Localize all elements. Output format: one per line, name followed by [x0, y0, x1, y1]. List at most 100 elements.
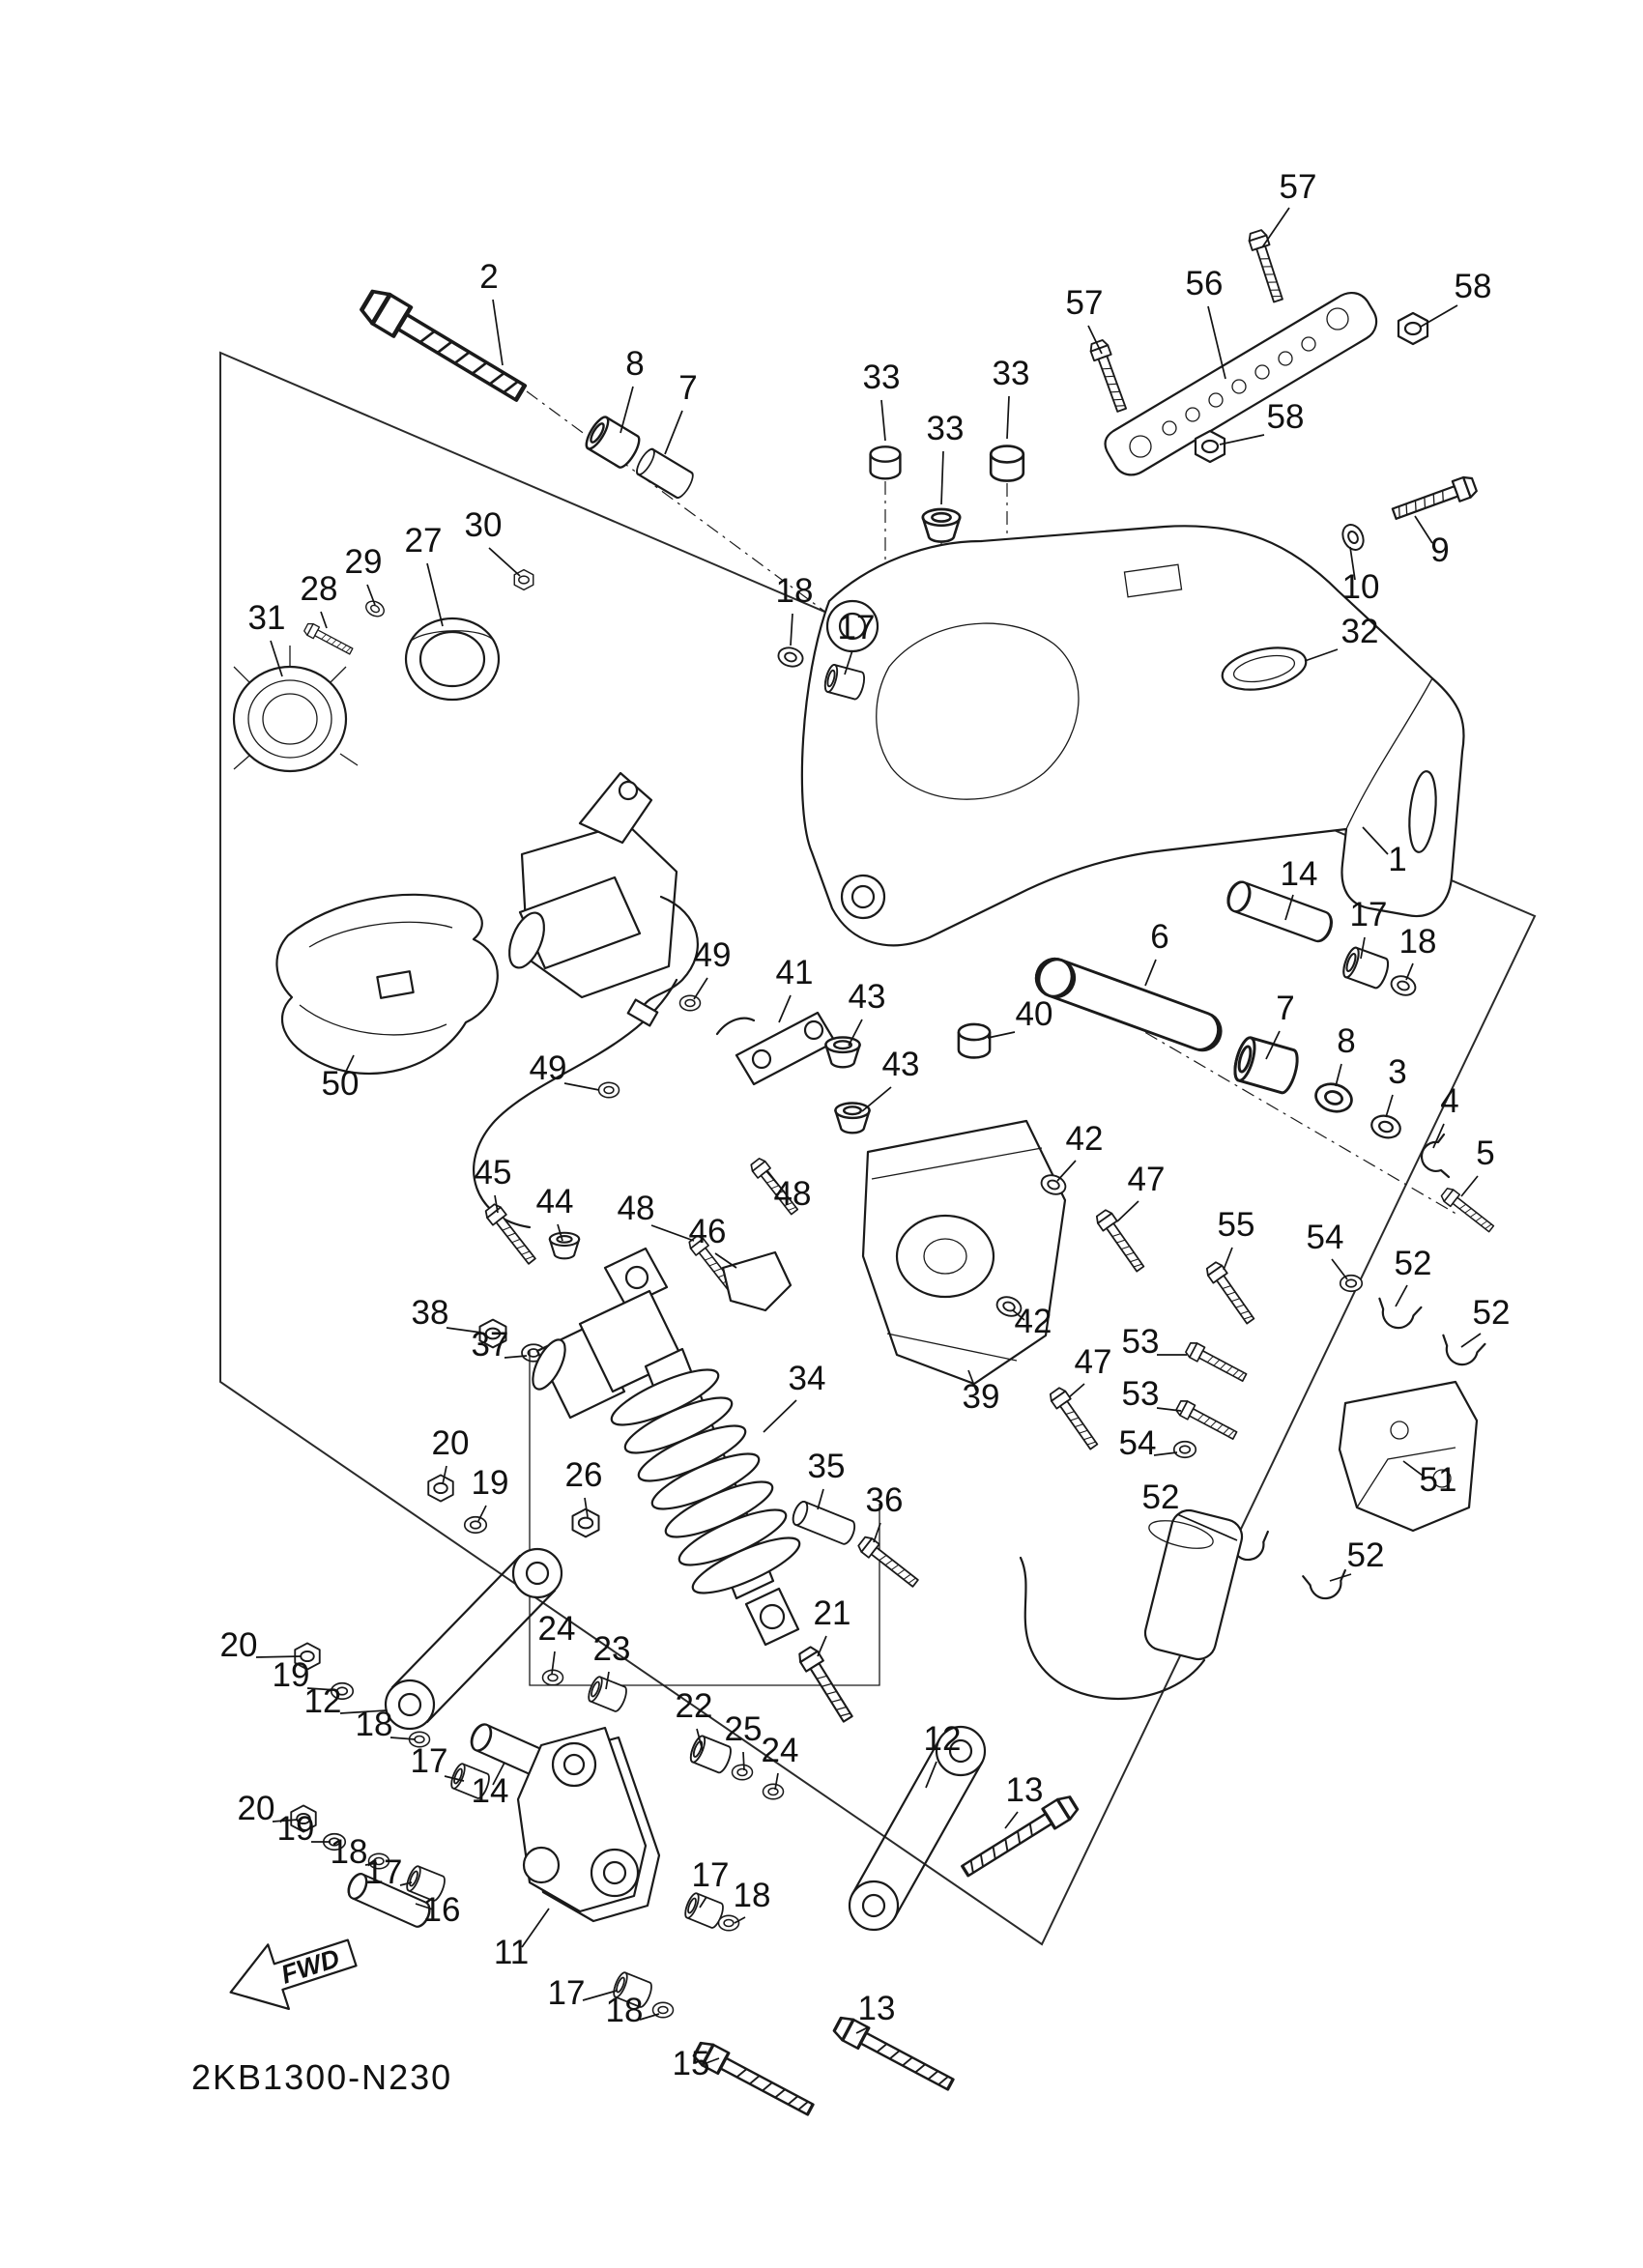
callout-leader-52 [1176, 1513, 1238, 1541]
callout-leader-39 [967, 1369, 977, 1392]
callout-33: 33 [863, 359, 901, 396]
axle-collar-drawing [1032, 877, 1497, 1236]
collar-part [1032, 954, 1225, 1054]
callout-51: 51 [1420, 1461, 1457, 1499]
callout-leader-17 [444, 1775, 465, 1782]
callout-15: 15 [673, 2045, 710, 2082]
callout-leader-17 [399, 1881, 413, 1886]
callout-leader-56 [1207, 305, 1226, 380]
callout-6: 6 [1150, 918, 1168, 956]
callout-56: 56 [1186, 265, 1224, 302]
callout-leader-11 [521, 1908, 550, 1948]
callout-leader-52 [1395, 1284, 1408, 1307]
callout-leader-18 [1405, 962, 1414, 981]
callout-leader-57 [1261, 207, 1290, 248]
callout-leader-27 [426, 562, 444, 627]
callout-28: 28 [301, 570, 338, 608]
callout-leader-33 [940, 450, 944, 505]
bushing-part [1340, 944, 1393, 991]
callout-leader-51 [1402, 1460, 1427, 1479]
callout-leader-7 [664, 410, 683, 455]
callout-leader-17 [582, 1990, 618, 2001]
callout-55: 55 [1218, 1206, 1255, 1244]
callout-3: 3 [1388, 1053, 1406, 1091]
nut-part [1194, 429, 1226, 464]
callout-54: 54 [1307, 1219, 1344, 1256]
cap-part [921, 507, 962, 543]
callout-20: 20 [432, 1424, 470, 1462]
callout-36: 36 [866, 1481, 904, 1519]
callout-leader-23 [605, 1671, 610, 1690]
callout-leader-46 [714, 1252, 737, 1269]
fwd-label: FWD [277, 1943, 343, 1990]
callout-leader-54 [1331, 1258, 1348, 1280]
callout-41: 41 [776, 954, 814, 991]
callout-leader-16 [415, 1903, 434, 1910]
clip-part [1420, 1133, 1451, 1179]
linkage-drawing [290, 1474, 1081, 2122]
callout-20: 20 [238, 1790, 275, 1827]
callout-leader-32 [1304, 648, 1339, 662]
callout-17: 17 [548, 1974, 586, 2012]
washer-part [775, 644, 806, 671]
pivot-shaft-drawing [359, 286, 698, 502]
callout-4: 4 [1440, 1082, 1458, 1120]
callout-leader-5 [1460, 1175, 1479, 1197]
callout-18: 18 [331, 1833, 368, 1871]
nut-part [1397, 311, 1429, 346]
collar-part [789, 1499, 859, 1547]
cap-part [957, 1022, 992, 1059]
nut-part [427, 1474, 454, 1503]
bolt-part [1173, 1397, 1240, 1444]
callout-12: 12 [304, 1682, 342, 1720]
callout-leader-47 [1068, 1383, 1085, 1398]
callout-leader-58 [1219, 434, 1265, 445]
washer-part [1387, 971, 1420, 1000]
callout-leader-26 [584, 1497, 589, 1518]
callout-leader-57 [1087, 325, 1103, 355]
callout-7: 7 [678, 369, 697, 407]
callout-10: 10 [1342, 568, 1380, 606]
callout-leader-22 [696, 1728, 704, 1752]
callout-leader-34 [763, 1399, 797, 1433]
bolt-part [1203, 1259, 1258, 1328]
callout-23: 23 [593, 1630, 631, 1668]
callout-leader-55 [1223, 1247, 1233, 1271]
callout-58: 58 [1267, 398, 1305, 436]
fwd-arrow: FWD [229, 1938, 358, 2011]
collar-part [632, 445, 698, 502]
callout-leader-18 [364, 1862, 378, 1866]
callout-leader-45 [494, 1194, 499, 1214]
nut-part [571, 1507, 600, 1538]
callout-leader-19 [477, 1505, 487, 1522]
callout-leader-44 [557, 1223, 563, 1242]
callout-leader-36 [873, 1522, 881, 1543]
callout-18: 18 [734, 1877, 771, 1914]
callout-leader-37 [504, 1355, 528, 1359]
callout-19: 19 [277, 1810, 315, 1848]
callout-22: 22 [676, 1687, 713, 1725]
callout-29: 29 [345, 543, 383, 581]
callout-leader-18 [389, 1737, 417, 1740]
callout-57: 57 [1066, 284, 1104, 322]
callout-leader-53 [1156, 1407, 1182, 1412]
washer-part [678, 994, 702, 1012]
bolt-part [359, 286, 530, 407]
canister-bracket-drawing [1019, 1259, 1486, 1701]
clamp-part [1302, 1568, 1350, 1603]
washer-part [1339, 1274, 1364, 1293]
callout-43: 43 [882, 1046, 920, 1083]
callout-leader-35 [817, 1488, 824, 1510]
callout-52: 52 [1395, 1245, 1432, 1282]
callout-38: 38 [412, 1294, 449, 1332]
callout-leader-17 [1360, 936, 1366, 960]
screw-part [302, 620, 356, 658]
callout-12: 12 [924, 1720, 962, 1758]
cap-part [869, 445, 902, 480]
callout-2: 2 [479, 258, 498, 296]
callout-leader-58 [1420, 304, 1458, 328]
callout-leader-42 [1056, 1160, 1077, 1182]
